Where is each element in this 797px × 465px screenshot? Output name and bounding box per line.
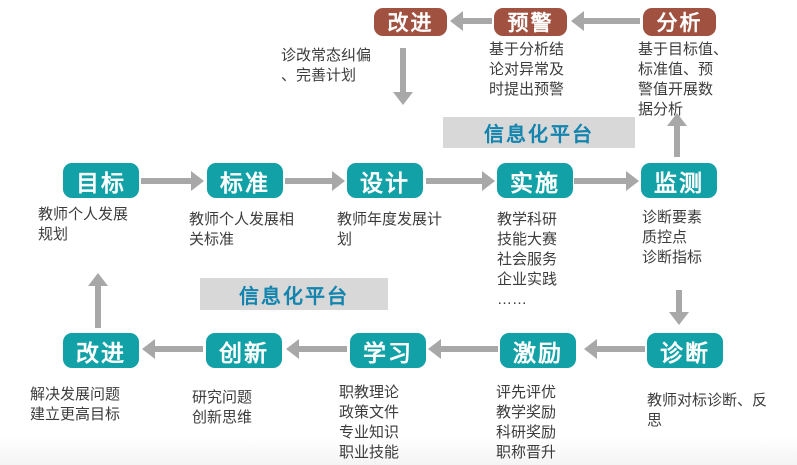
arrow-design-to-implement-icon [426,171,495,191]
node-standard: 标准 [207,163,283,198]
arrow-implement-to-monitor-icon [574,171,639,191]
node-implement: 实施 [497,163,573,198]
desc-top-analysis: 基于目标值、 标准值、预 警值开展数 据分析 [638,41,729,118]
arrow-analysis-to-warning-icon [571,11,640,31]
desc-learn: 职教理论 政策文件 专业知识 职业技能 [339,384,400,461]
arrow-goal-to-standard-icon [141,171,204,191]
desc-innovate: 研究问题 创新思维 [192,389,253,426]
desc-standard: 教师个人发展相 关标准 [189,211,295,248]
arrow-improve-to-goal-icon [88,273,108,328]
platform-banner-bottom: 信息化平台 [200,278,388,310]
platform-banner-top: 信息化平台 [443,117,635,148]
desc-implement: 教学科研 技能大赛 社会服务 企业实践 …… [497,211,558,308]
node-learn: 学习 [350,333,426,368]
desc-diagnose: 教师对标诊断、反 思 [647,392,768,429]
arrow-improve-to-design-icon [393,48,413,105]
arrow-standard-to-design-icon [285,171,345,191]
node-design: 设计 [347,163,423,198]
node-goal: 目标 [63,163,139,198]
node-diagnose: 诊断 [647,333,723,368]
arrow-warning-to-improve-icon [450,11,492,31]
desc-top-warning: 基于分析结 论对异常及 时提出预警 [489,41,565,98]
arrow-monitor-to-analysis-icon [667,113,687,157]
node-motivate: 激励 [500,333,576,368]
arrow-diagnose-to-motivate-icon [584,339,645,359]
node-top-analysis: 分析 [643,8,716,36]
desc-monitor: 诊断要素 质控点 诊断指标 [642,209,703,266]
desc-top-improve: 诊改常态纠偏 、完善计划 [281,47,372,84]
desc-design: 教师年度发展计 划 [337,211,443,248]
desc-motivate: 评先评优 教学奖励 科研奖励 职称晋升 [496,384,557,461]
node-improve: 改进 [63,333,139,368]
node-monitor: 监测 [641,163,717,198]
arrow-learn-to-innovate-icon [286,339,347,359]
arrow-monitor-to-diagnose-icon [669,290,689,325]
node-innovate: 创新 [206,333,282,368]
desc-goal: 教师个人发展 规划 [38,206,129,243]
desc-improve: 解决发展问题 建立更高目标 [30,386,121,423]
node-top-warning: 预警 [494,8,567,36]
arrow-motivate-to-learn-icon [428,339,498,359]
arrow-innovate-to-improve-icon [142,339,203,359]
node-top-improve: 改进 [374,8,447,36]
